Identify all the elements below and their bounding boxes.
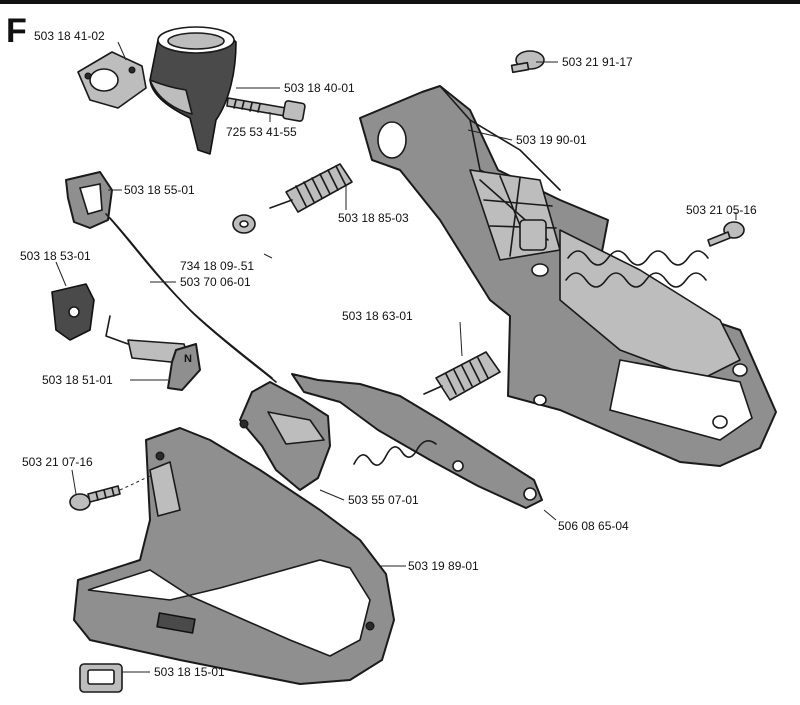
gasket-plate-part [77,51,147,109]
washer-part [232,214,256,234]
label-503-18-53-01: 503 18 53-01 [20,249,91,263]
intake-funnel-part [149,26,237,155]
top-border-rule [0,0,800,4]
label-503-70-06-01: 503 70 06-01 [180,275,251,289]
screw-right-part [707,221,745,247]
label-503-18-51-01: 503 18 51-01 [42,373,113,387]
long-screw-part [226,97,306,122]
leader-lines [55,41,737,673]
svg-text:N: N [184,353,192,365]
section-letter: F [6,12,27,50]
label-506-08-65-04: 506 08 65-04 [558,519,629,533]
small-screw-top-part [510,50,545,74]
cable-clip-part [65,171,113,229]
handle-cover-part [73,427,395,685]
label-503-19-90-01: 503 19 90-01 [516,133,587,147]
trigger-part [239,381,331,491]
label-503-18-55-01: 503 18 55-01 [124,183,195,197]
screw-left-part [69,485,121,511]
label-503-18-63-01: 503 18 63-01 [342,309,413,323]
label-503-21-07-16: 503 21 07-16 [22,455,93,469]
label-503-18-15-01: 503 18 15-01 [154,665,225,679]
label-503-21-05-16: 503 21 05-16 [686,203,757,217]
lever-arm-part [291,373,543,509]
part-labels: 503 18 41-02 503 18 40-01 725 53 41-55 5… [20,29,757,679]
throttle-cable-part [105,213,277,383]
handle-housing-part [359,85,777,467]
spring-lower-part [423,351,501,401]
spring-upper-part [269,163,353,213]
label-503-18-41-02: 503 18 41-02 [34,29,105,43]
button-part [79,663,123,693]
throttle-lever-part: N [105,315,201,391]
label-503-19-89-01: 503 19 89-01 [408,559,479,573]
rubber-grommet-part [51,283,95,341]
label-734-18-09-51: 734 18 09-.51 [180,259,254,273]
label-725-53-41-55: 725 53 41-55 [226,125,297,139]
label-503-21-91-17: 503 21 91-17 [562,55,633,69]
label-503-55-07-01: 503 55 07-01 [348,493,419,507]
label-503-18-40-01: 503 18 40-01 [284,81,355,95]
label-503-18-85-03: 503 18 85-03 [338,211,409,225]
